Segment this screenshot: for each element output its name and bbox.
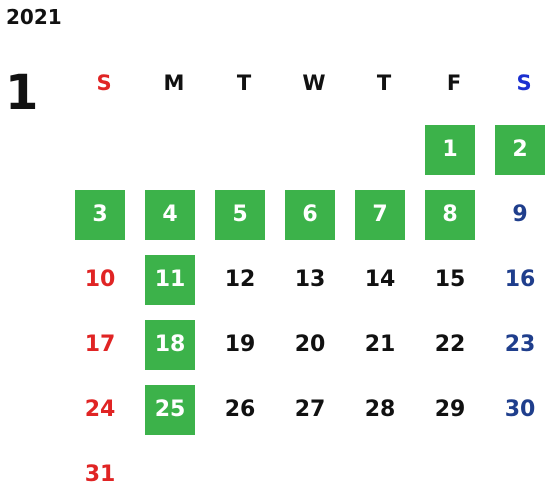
day-number: 22 bbox=[434, 332, 466, 357]
day-number: 4 bbox=[145, 190, 195, 240]
day-number: 7 bbox=[355, 190, 405, 240]
day-number: 14 bbox=[364, 267, 396, 292]
day-number: 12 bbox=[224, 267, 256, 292]
calendar-day-cell[interactable]: 24 bbox=[69, 383, 139, 448]
calendar-day-cell[interactable]: 23 bbox=[489, 318, 548, 383]
calendar-day-cell[interactable]: 27 bbox=[279, 383, 349, 448]
calendar-day-cell[interactable]: 20 bbox=[279, 318, 349, 383]
calendar-day-cell[interactable]: 1 bbox=[419, 123, 489, 188]
day-number: 23 bbox=[504, 332, 536, 357]
calendar-day-cell[interactable]: 18 bbox=[139, 318, 209, 383]
calendar-day-cell[interactable]: 16 bbox=[489, 253, 548, 318]
day-number: 31 bbox=[84, 462, 116, 487]
weekday-header-saturday: S bbox=[516, 71, 532, 95]
weekday-header-thursday: T bbox=[376, 71, 392, 95]
calendar-day-cell[interactable]: 9 bbox=[489, 188, 548, 253]
day-number: 26 bbox=[224, 397, 256, 422]
calendar-day-cell[interactable]: 3 bbox=[69, 188, 139, 253]
day-number: 21 bbox=[364, 332, 396, 357]
weekday-header-sunday: S bbox=[96, 71, 112, 95]
calendar-day-cell[interactable]: 15 bbox=[419, 253, 489, 318]
calendar-day-cell[interactable]: 29 bbox=[419, 383, 489, 448]
calendar-day-cell[interactable]: 7 bbox=[349, 188, 419, 253]
day-number: 29 bbox=[434, 397, 466, 422]
calendar-day-cell[interactable]: 5 bbox=[209, 188, 279, 253]
calendar-day-cell[interactable]: 28 bbox=[349, 383, 419, 448]
day-number: 30 bbox=[504, 397, 536, 422]
calendar-day-cell[interactable]: 13 bbox=[279, 253, 349, 318]
day-number: 17 bbox=[84, 332, 116, 357]
calendar-day-cell[interactable]: 4 bbox=[139, 188, 209, 253]
day-number: 1 bbox=[425, 125, 475, 175]
day-number: 19 bbox=[224, 332, 256, 357]
calendar-day-cell[interactable]: 31 bbox=[69, 448, 139, 503]
year-label: 2021 bbox=[6, 5, 62, 29]
weekday-header-tuesday: T bbox=[236, 71, 252, 95]
day-number: 3 bbox=[75, 190, 125, 240]
calendar-day-cell[interactable]: 11 bbox=[139, 253, 209, 318]
weekday-header-friday: F bbox=[446, 71, 462, 95]
calendar-day-cell[interactable]: 10 bbox=[69, 253, 139, 318]
calendar-day-cell[interactable]: 19 bbox=[209, 318, 279, 383]
day-number: 28 bbox=[364, 397, 396, 422]
calendar-day-cell[interactable]: 21 bbox=[349, 318, 419, 383]
month-number: 1 bbox=[5, 65, 39, 121]
calendar-day-cell[interactable]: 22 bbox=[419, 318, 489, 383]
calendar-day-cell[interactable]: 17 bbox=[69, 318, 139, 383]
day-number: 11 bbox=[145, 255, 195, 305]
day-number: 9 bbox=[512, 202, 528, 227]
weekday-header-monday: M bbox=[163, 71, 185, 95]
calendar-day-cell[interactable]: 30 bbox=[489, 383, 548, 448]
day-number: 2 bbox=[495, 125, 545, 175]
day-number: 10 bbox=[84, 267, 116, 292]
day-number: 6 bbox=[285, 190, 335, 240]
calendar-day-cell[interactable]: 6 bbox=[279, 188, 349, 253]
day-number: 27 bbox=[294, 397, 326, 422]
day-number: 18 bbox=[145, 320, 195, 370]
calendar-day-cell[interactable]: 8 bbox=[419, 188, 489, 253]
calendar-day-cell[interactable]: 12 bbox=[209, 253, 279, 318]
calendar-day-cell[interactable]: 2 bbox=[489, 123, 548, 188]
day-number: 5 bbox=[215, 190, 265, 240]
day-number: 20 bbox=[294, 332, 326, 357]
day-number: 24 bbox=[84, 397, 116, 422]
day-number: 8 bbox=[425, 190, 475, 240]
day-number: 13 bbox=[294, 267, 326, 292]
day-number: 25 bbox=[145, 385, 195, 435]
calendar-day-cell[interactable]: 25 bbox=[139, 383, 209, 448]
day-number: 15 bbox=[434, 267, 466, 292]
calendar-day-cell[interactable]: 14 bbox=[349, 253, 419, 318]
weekday-header-wednesday: W bbox=[302, 71, 326, 95]
calendar-day-cell[interactable]: 26 bbox=[209, 383, 279, 448]
day-number: 16 bbox=[504, 267, 536, 292]
